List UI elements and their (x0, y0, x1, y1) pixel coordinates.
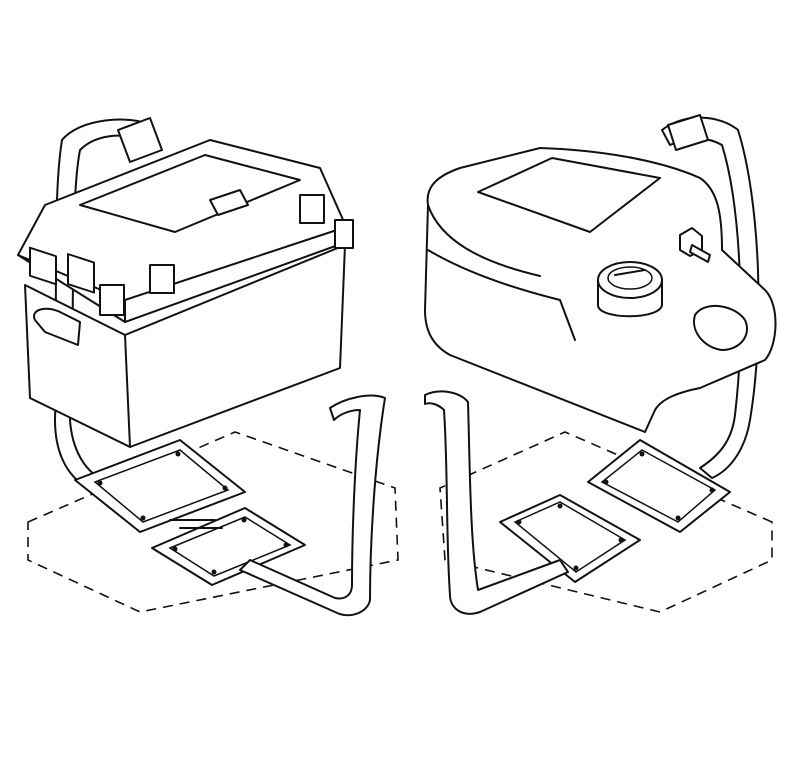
lid-corner-blocks (29, 194, 354, 316)
strap-buckle (667, 114, 709, 151)
left-dashed-footprint (27, 431, 399, 613)
lid-raised-top (79, 154, 301, 233)
right-tray-front (499, 494, 641, 583)
right-assembly (424, 114, 777, 615)
right-tray-rear-inner (600, 449, 717, 523)
battery-box-body-edge (124, 334, 131, 448)
tray-screws (516, 451, 715, 571)
fuel-can-edge (427, 204, 576, 341)
right-dashed-footprint (439, 431, 773, 613)
left-tray-rear-inner (93, 449, 230, 523)
right-tray-rear (587, 439, 731, 533)
tray-screws (97, 451, 289, 575)
strap-buckle (117, 117, 163, 163)
right-rear-strap (661, 116, 760, 479)
left-tray-front (151, 507, 306, 586)
left-front-strap (239, 394, 386, 617)
right-tray-front-inner (513, 501, 627, 573)
fuel-can-handle-hole (693, 304, 748, 351)
left-assembly (17, 117, 399, 617)
left-tray-connector (169, 519, 223, 529)
left-tray-rear (74, 439, 246, 533)
battery-box-handle (33, 307, 81, 346)
fuel-cap (597, 261, 663, 318)
right-front-strap (424, 390, 569, 615)
fuel-can-top-panel (477, 157, 661, 233)
lid-latch (209, 189, 249, 216)
vent-valve (679, 227, 711, 263)
